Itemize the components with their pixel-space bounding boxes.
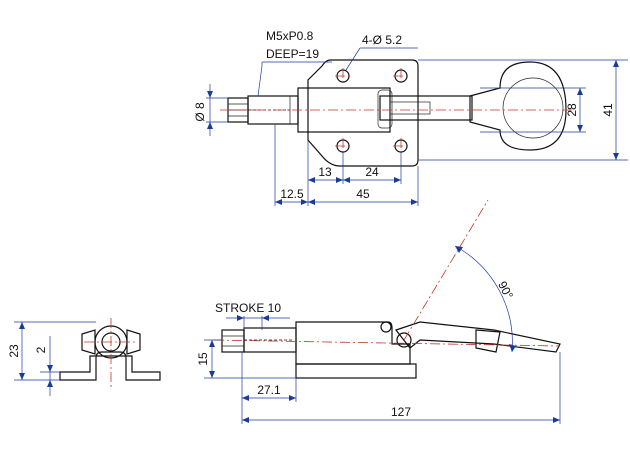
dim45-arrow [411,199,418,205]
side-handle-grip [475,329,501,353]
dim-27-1-label: 27.1 [257,383,281,397]
h15-arrow [209,371,215,378]
handle-ring-inner [502,77,564,139]
dim27-arrow [289,395,296,401]
dim-13-label: 13 [318,165,332,179]
side-centerline [213,339,561,347]
h41-arrow [613,153,619,160]
dim127-arrow [242,417,249,423]
dim127-arrow [553,417,560,423]
dia-arrow [207,91,213,98]
top-view: M5xP0.8 DEEP=19 4-Ø 5.2 Ø 8 28 41 [193,29,628,206]
thread-note-line1: M5xP0.8 [266,29,314,43]
base-plate-outline [307,59,419,167]
side-body [295,321,411,365]
dim45-arrow [308,199,315,205]
linkage-pin-block [377,89,393,129]
link-pin [380,321,392,333]
stroke-arrow [237,315,244,321]
dim12-arrow [301,199,308,205]
h41-arrow [613,60,619,67]
side-view: 90° STROKE 10 15 27.1 127 [196,199,561,424]
dim-45-label: 45 [356,187,370,201]
stroke-arrow [262,315,269,321]
side-handle [395,321,561,353]
stroke-label: STROKE 10 [215,301,281,315]
dim2-arrow [47,380,53,387]
dim12-arrow [275,199,282,205]
h28-arrow [577,88,583,95]
dim-12-5-label: 12.5 [280,187,304,201]
handle-grip [469,61,567,151]
h23-arrow [19,373,25,380]
thread-note-line2: DEEP=19 [266,47,319,61]
dim27-arrow [242,395,249,401]
linkage-slot [389,101,431,115]
height-28-label: 28 [565,103,579,117]
angle-arrow [455,246,463,253]
height-15-label: 15 [196,352,210,366]
side-tip [221,329,245,353]
shaft-diameter-label: Ø 8 [193,102,207,122]
dim-2-label: 2 [34,346,48,353]
angle-label: 90° [495,279,516,302]
dim-24-label: 24 [365,165,379,179]
end-ears [81,329,141,355]
side-base [295,363,417,379]
h28-arrow [577,125,583,132]
h23-arrow [19,322,25,329]
dim2-arrow [47,365,53,372]
swing-centerline [403,199,489,341]
hole-leader [345,47,361,71]
h15-arrow [209,340,215,347]
dim24-arrow [343,177,350,183]
pivot-pin [396,332,412,348]
dim13-arrow [336,177,343,183]
dim-127-label: 127 [391,405,411,419]
end-bracket [59,351,161,381]
thread-leader [257,62,263,97]
angle-arc [454,245,513,353]
dia-arrow [207,122,213,129]
dim24-arrow [394,177,401,183]
dim13-arrow [308,177,315,183]
height-41-label: 41 [601,103,615,117]
hole-note: 4-Ø 5.2 [362,33,402,47]
front-view: 23 2 [7,318,161,396]
linkage-arm [379,95,473,121]
height-23-label: 23 [7,344,21,358]
angle-arrow [509,344,516,352]
mounting-holes [335,68,409,154]
